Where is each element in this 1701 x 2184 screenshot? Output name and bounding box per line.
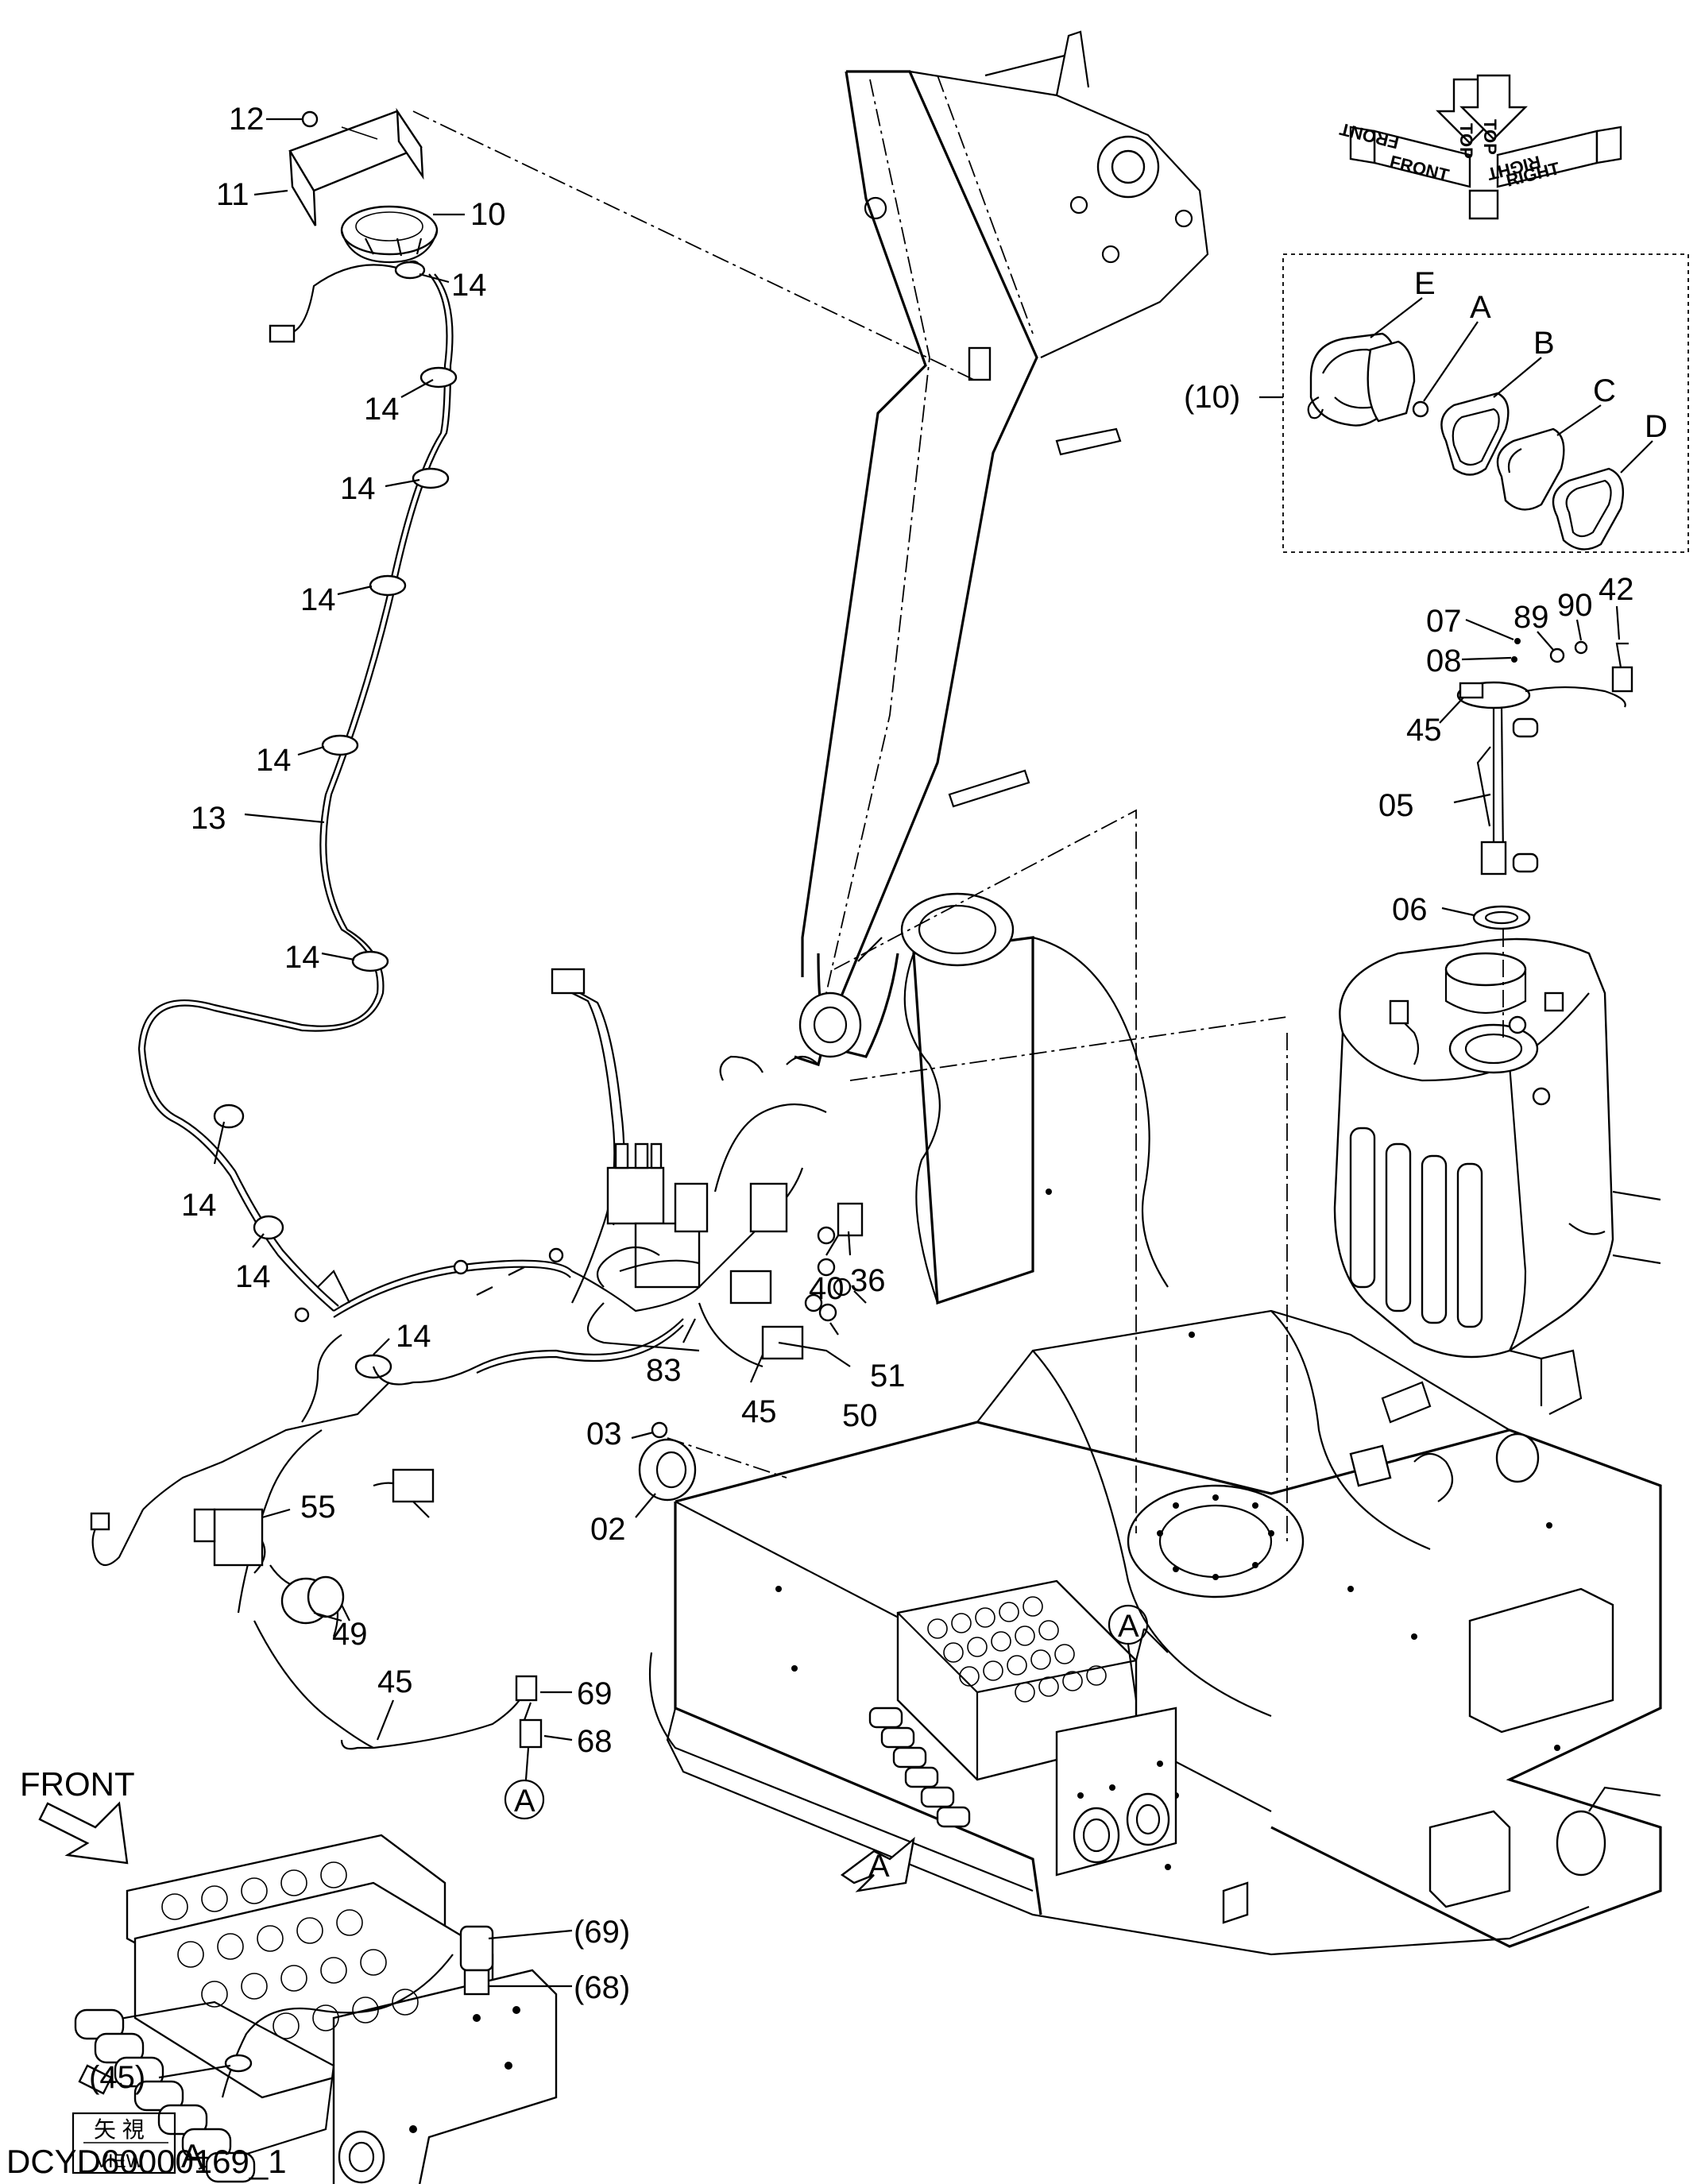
callout-14-d: 14 bbox=[300, 582, 336, 617]
jp-view-label: 矢 視 bbox=[94, 2117, 145, 2142]
callout-49: 49 bbox=[332, 1617, 368, 1652]
callout-45-b: 45 bbox=[377, 1664, 413, 1699]
callout-14-a: 14 bbox=[451, 268, 487, 303]
callout-14-c: 14 bbox=[340, 471, 376, 506]
detail-callout-E: E bbox=[1414, 266, 1436, 301]
callout-42: 42 bbox=[1599, 572, 1634, 607]
detail-callout-D: D bbox=[1645, 409, 1668, 444]
harness-13 bbox=[137, 264, 454, 1312]
callout-10: 10 bbox=[470, 197, 506, 232]
callout-90: 90 bbox=[1557, 588, 1593, 623]
callout-69: 69 bbox=[577, 1676, 613, 1711]
callout-05: 05 bbox=[1378, 788, 1414, 823]
orientation-symbol: FRONT FRONT RIGHT RIGHT TOP TOP bbox=[1337, 74, 1622, 220]
callout-11: 11 bbox=[216, 177, 249, 212]
upper-frame bbox=[648, 809, 1662, 1956]
work-lamp-assembly bbox=[288, 107, 439, 277]
orient-top-left-text: TOP bbox=[1456, 123, 1476, 159]
callout-45-c: 45 bbox=[1406, 713, 1442, 748]
callout-14-i: 14 bbox=[396, 1319, 431, 1354]
control-valve-main bbox=[868, 1579, 1177, 1877]
callout-A-circle: A bbox=[514, 1784, 535, 1819]
callout-view-68: (68) bbox=[574, 1970, 630, 2005]
callout-40: 40 bbox=[809, 1271, 845, 1306]
view-a-letter: A bbox=[181, 2137, 203, 2174]
callout-08: 08 bbox=[1426, 644, 1462, 678]
callout-36: 36 bbox=[850, 1263, 886, 1298]
detail-parent-label: (10) bbox=[1184, 380, 1240, 415]
callout-view-69: (69) bbox=[574, 1915, 630, 1950]
callout-55: 55 bbox=[300, 1490, 336, 1525]
callout-labels: 12 11 10 14 14 14 14 14 13 14 14 14 14 4… bbox=[181, 102, 1668, 1759]
callout-03: 03 bbox=[586, 1417, 622, 1451]
leader-line bbox=[412, 110, 978, 382]
orient-top-right-text: TOP bbox=[1480, 119, 1500, 155]
detail-callout-C: C bbox=[1593, 373, 1616, 408]
callout-14-f: 14 bbox=[284, 940, 320, 975]
callout-45-a: 45 bbox=[741, 1394, 777, 1429]
callout-06: 06 bbox=[1392, 892, 1428, 927]
detail-callout-A: A bbox=[1470, 290, 1491, 325]
callout-12: 12 bbox=[229, 102, 265, 137]
callout-13: 13 bbox=[191, 801, 226, 836]
callout-14-h: 14 bbox=[235, 1259, 271, 1294]
callout-89: 89 bbox=[1514, 600, 1549, 635]
lamp-detail-box bbox=[1259, 253, 1689, 553]
section-a-circle-label: A bbox=[1118, 1609, 1139, 1644]
callout-68: 68 bbox=[577, 1724, 613, 1759]
boom-arm bbox=[794, 30, 1209, 1067]
main-harness bbox=[90, 968, 851, 1750]
callout-14-g: 14 bbox=[181, 1188, 217, 1223]
callout-leaders bbox=[213, 118, 1653, 1741]
callout-51: 51 bbox=[870, 1359, 906, 1394]
callout-view-45: (45) bbox=[89, 2060, 145, 2095]
view-a-inset: FRONT 矢 視 VIEW A (69) (68) (45) bbox=[20, 1765, 630, 2184]
cable-clips-14 bbox=[213, 261, 458, 1379]
fuel-sender-assembly bbox=[1456, 638, 1633, 1041]
fuel-tank bbox=[1333, 937, 1661, 1424]
callout-83: 83 bbox=[646, 1353, 682, 1388]
view-label: VIEW bbox=[95, 2151, 145, 2172]
callout-14-b: 14 bbox=[364, 392, 400, 427]
callout-02: 02 bbox=[590, 1512, 626, 1547]
view-a-front-label: FRONT bbox=[20, 1765, 135, 1803]
callout-14-e: 14 bbox=[256, 743, 292, 778]
callout-50: 50 bbox=[842, 1398, 878, 1433]
drawing-id: DCYD60000169_1 bbox=[6, 2143, 287, 2180]
section-a-markers: A A A bbox=[504, 1604, 1149, 1892]
section-a-arrow-label: A bbox=[868, 1849, 890, 1884]
callout-07: 07 bbox=[1426, 604, 1462, 639]
small-parts bbox=[638, 1202, 864, 1502]
detail-callout-B: B bbox=[1533, 326, 1555, 361]
